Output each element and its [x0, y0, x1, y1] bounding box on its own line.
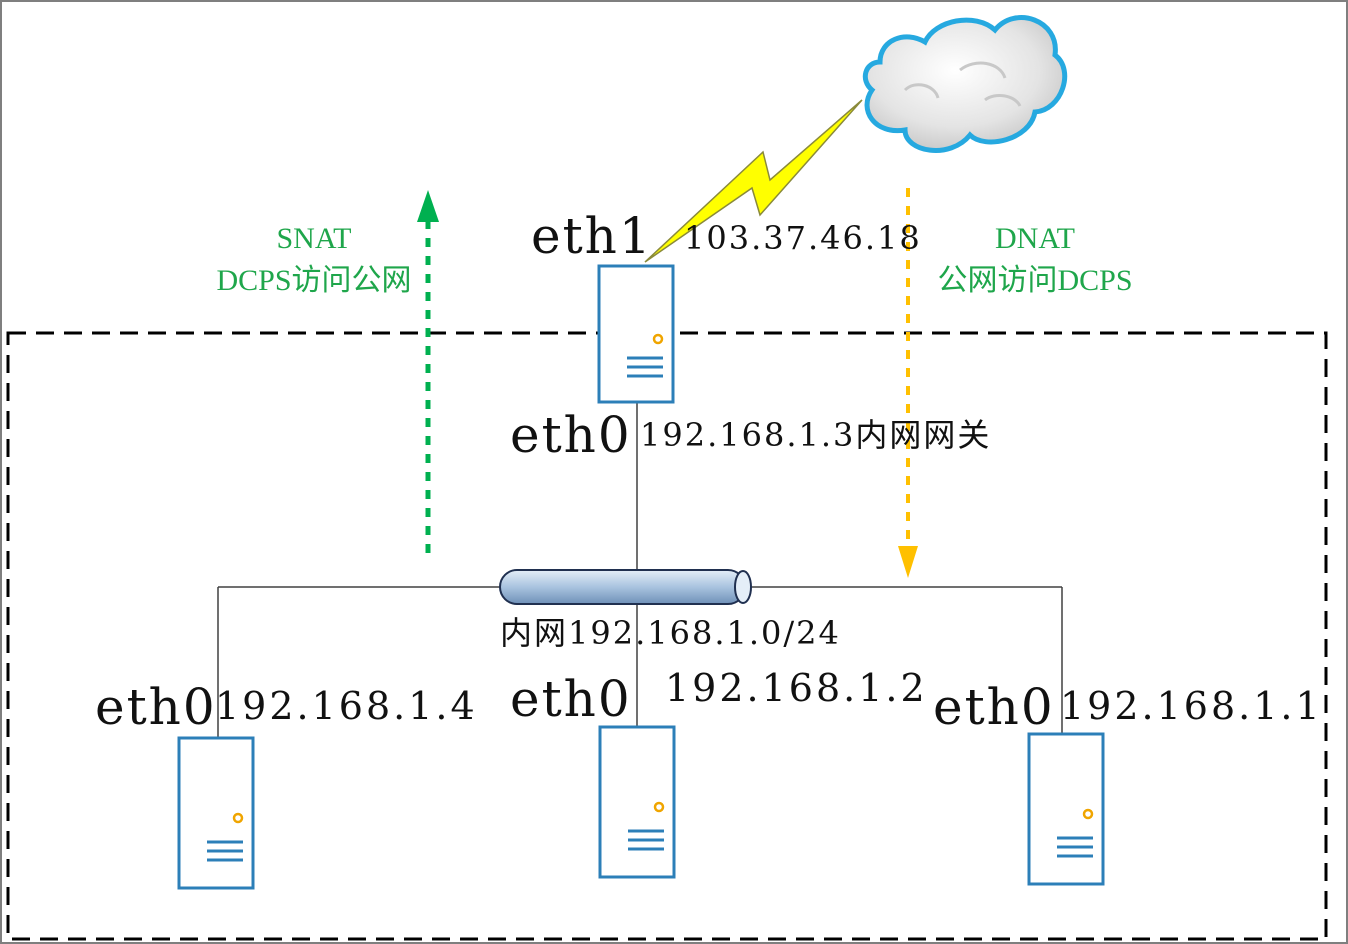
gateway-eth1-label: eth1	[531, 207, 653, 265]
gateway-eth1-ip: 103.37.46.18	[684, 219, 922, 257]
host-center-iface: eth0	[510, 670, 632, 728]
lightning-icon	[644, 99, 863, 263]
host-server-left	[177, 736, 255, 890]
server-led	[232, 812, 244, 824]
dnat-arrowhead	[898, 546, 918, 578]
gateway-eth0-label: eth0	[510, 406, 632, 464]
network-pipe-icon	[499, 569, 752, 605]
gateway-server	[597, 264, 675, 404]
snat-title: SNAT	[276, 222, 351, 255]
snat-subtitle: DCPS访问公网	[216, 264, 411, 297]
gateway-eth0-ip: 192.168.1.3内网网关	[640, 416, 991, 454]
host-right-ip: 192.168.1.1	[1060, 684, 1323, 728]
host-server-center	[598, 725, 676, 879]
host-server-right	[1027, 732, 1105, 886]
server-icon	[628, 829, 664, 851]
host-left-iface: eth0	[95, 678, 217, 736]
server-led	[652, 333, 664, 345]
cloud-icon	[862, 15, 1068, 153]
server-icon	[207, 840, 243, 862]
server-led	[653, 801, 665, 813]
snat-arrowhead	[417, 190, 439, 222]
host-left-ip: 192.168.1.4	[215, 684, 478, 728]
server-icon	[1057, 836, 1093, 858]
network-label: 内网192.168.1.0/24	[500, 614, 841, 652]
server-led	[1082, 808, 1094, 820]
host-center-ip: 192.168.1.2	[665, 666, 928, 710]
host-right-iface: eth0	[933, 678, 1055, 736]
dnat-subtitle: 公网访问DCPS	[937, 264, 1132, 297]
server-icon	[627, 356, 663, 378]
dnat-title: DNAT	[995, 222, 1075, 255]
